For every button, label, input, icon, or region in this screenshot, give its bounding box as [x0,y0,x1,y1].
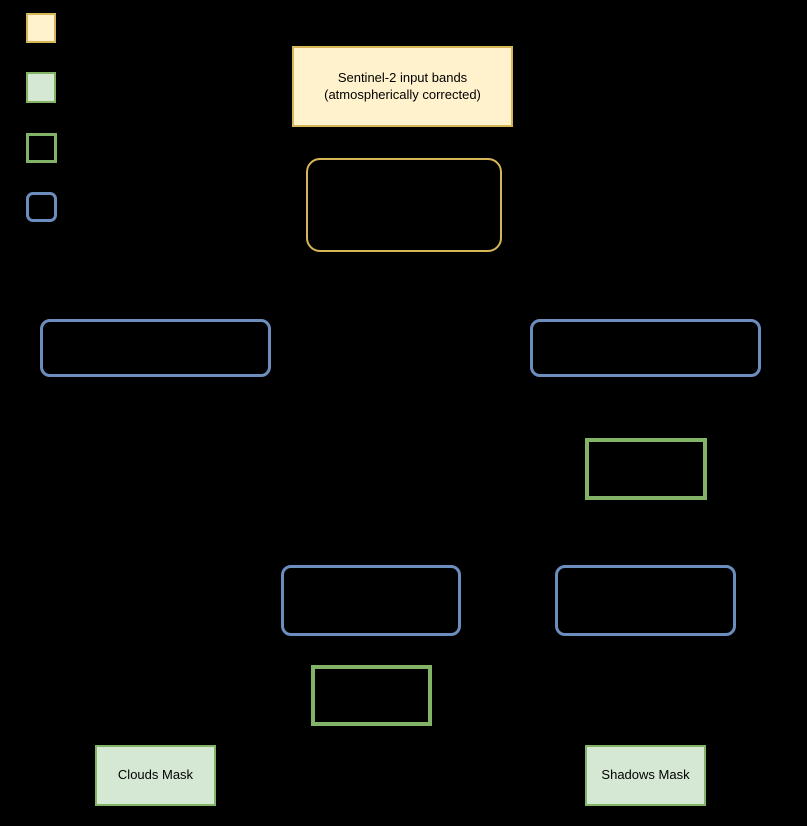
lower-right-blue-process-node [555,565,736,636]
gold-rounded-process-node [306,158,502,252]
sentinel2-input-node: Sentinel-2 input bands (atmospherically … [292,46,513,127]
right-green-threshold-node [585,438,707,500]
clouds-mask-label: Clouds Mask [117,767,194,783]
legend-swatch-cream-filled-icon [26,13,56,43]
center-green-threshold-node [311,665,432,726]
left-blue-process-node [40,319,271,377]
right-blue-process-node [530,319,761,377]
shadows-mask-label: Shadows Mask [601,767,690,783]
legend-swatch-green-filled-icon [26,72,56,103]
legend-swatch-blue-outline-icon [26,192,57,222]
shadows-mask-node: Shadows Mask [585,745,706,806]
legend-swatch-green-outline-icon [26,133,57,163]
clouds-mask-node: Clouds Mask [95,745,216,806]
center-blue-process-node [281,565,461,636]
sentinel2-input-label: Sentinel-2 input bands (atmospherically … [324,70,481,102]
